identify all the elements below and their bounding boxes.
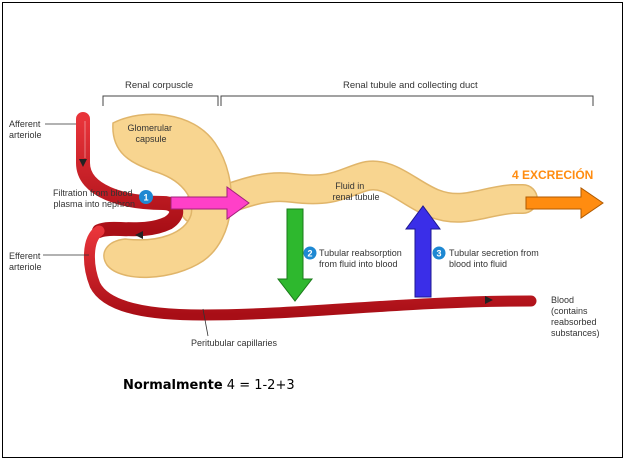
excrecion-label: 4 EXCRECIÓN [512,167,593,182]
svg-text:Tubular reabsorption from: Tubular reabsorption from fluid into blo… [319,248,404,269]
efferent-label: Efferent [9,251,41,261]
blood-label: Blood [551,295,574,305]
svg-text:2: 2 [307,249,312,259]
nephron-diagram: Renal corpuscle Renal tubule and collect… [3,3,622,457]
peritubular-label: Peritubular capillaries [191,338,278,348]
excretion-arrow [526,188,603,218]
svg-text:Afferent arteriole: Afferent arteriole [9,119,43,140]
svg-text:1: 1 [143,193,148,203]
glomerular-capsule-label: Glomerular [127,123,172,133]
afferent-label: Afferent [9,119,41,129]
reabsorption-label: Tubular reabsorption [319,248,402,258]
tubule-bracket [221,96,593,106]
corpuscle-bracket [103,96,218,106]
fluid-tubule-label: Fluid in [335,181,364,191]
formula: Normalmente 4 = 1-2+3 [123,378,295,393]
svg-text:3: 3 [436,249,441,259]
svg-text:Efferent arteriole: Efferent arteriole [9,251,43,272]
secretion-label: Tubular secretion from [449,248,539,258]
formula-bold: Normalmente [123,378,223,393]
svg-text:Filtration from blood plas: Filtration from blood plasma into nephro… [53,188,135,209]
formula-expression: 4 = 1-2+3 [227,378,295,393]
svg-text:Blood (contains reabso: Blood (contains reabsorbed substances) [551,295,600,338]
renal-corpuscle-label: Renal corpuscle [125,80,193,91]
filtration-label: Filtration from blood [53,188,133,198]
renal-tubule-label: Renal tubule and collecting duct [343,80,478,91]
svg-text:Tubular secretion from blo: Tubular secretion from blood into fluid [449,248,541,269]
